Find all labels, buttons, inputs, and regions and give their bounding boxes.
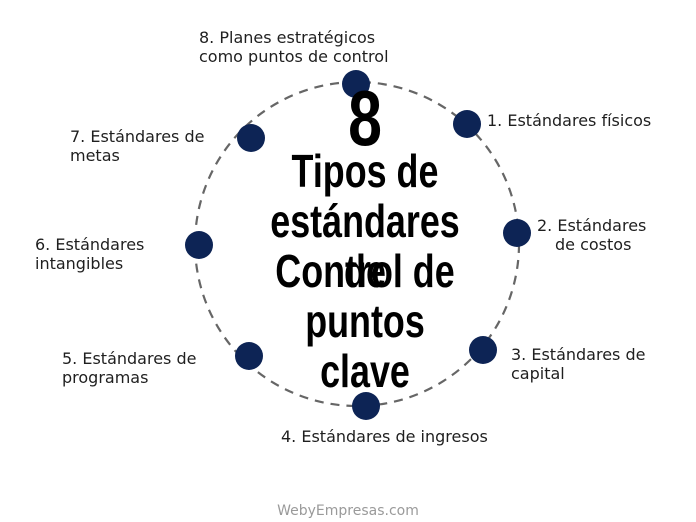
item-7-line-2: metas (70, 146, 120, 165)
item-6-label: 6. Estándares intangibles (35, 235, 144, 273)
item-1-line-1: 1. Estándares físicos (487, 111, 652, 130)
item-3-line-2: capital (511, 364, 565, 383)
center-title-line-2: estándares de (270, 195, 460, 297)
center-title-line-1: Tipos de (291, 145, 439, 197)
node-8 (342, 70, 370, 98)
node-5 (235, 342, 263, 370)
node-4 (352, 392, 380, 420)
center-number: 8 (348, 74, 382, 162)
node-3 (469, 336, 497, 364)
item-8-label: 8. Planes estratégicos como puntos de co… (199, 28, 389, 66)
node-7 (237, 124, 265, 152)
item-3-line-1: 3. Estándares de (511, 345, 646, 364)
node-1 (453, 110, 481, 138)
item-6-line-2: intangibles (35, 254, 124, 273)
item-3-label: 3. Estándares de capital (511, 345, 645, 383)
center-title-line-3: Control de (275, 245, 455, 297)
item-6-line-1: 6. Estándares (35, 235, 145, 254)
item-2-line-1: 2. Estándares (537, 216, 647, 235)
center-title-line-4: puntos clave (305, 295, 425, 397)
item-5-line-1: 5. Estándares de (62, 349, 197, 368)
item-2-label: 2. Estándares de costos (537, 216, 646, 254)
item-5-line-2: programas (62, 368, 149, 387)
item-1-label: 1. Estándares físicos (487, 111, 651, 130)
item-8-line-1: 8. Planes estratégicos (199, 28, 376, 47)
item-4-label: 4. Estándares de ingresos (281, 427, 488, 446)
node-2 (503, 219, 531, 247)
item-2-line-2: de costos (555, 235, 632, 254)
footer-watermark: WebyEmpresas.com (277, 503, 419, 519)
item-8-line-2: como puntos de control (199, 47, 389, 66)
node-6 (185, 231, 213, 259)
item-5-label: 5. Estándares de programas (62, 349, 196, 387)
item-7-label: 7. Estándares de metas (70, 127, 204, 165)
item-7-line-1: 7. Estándares de (70, 127, 205, 146)
item-4-line-1: 4. Estándares de ingresos (281, 427, 488, 446)
